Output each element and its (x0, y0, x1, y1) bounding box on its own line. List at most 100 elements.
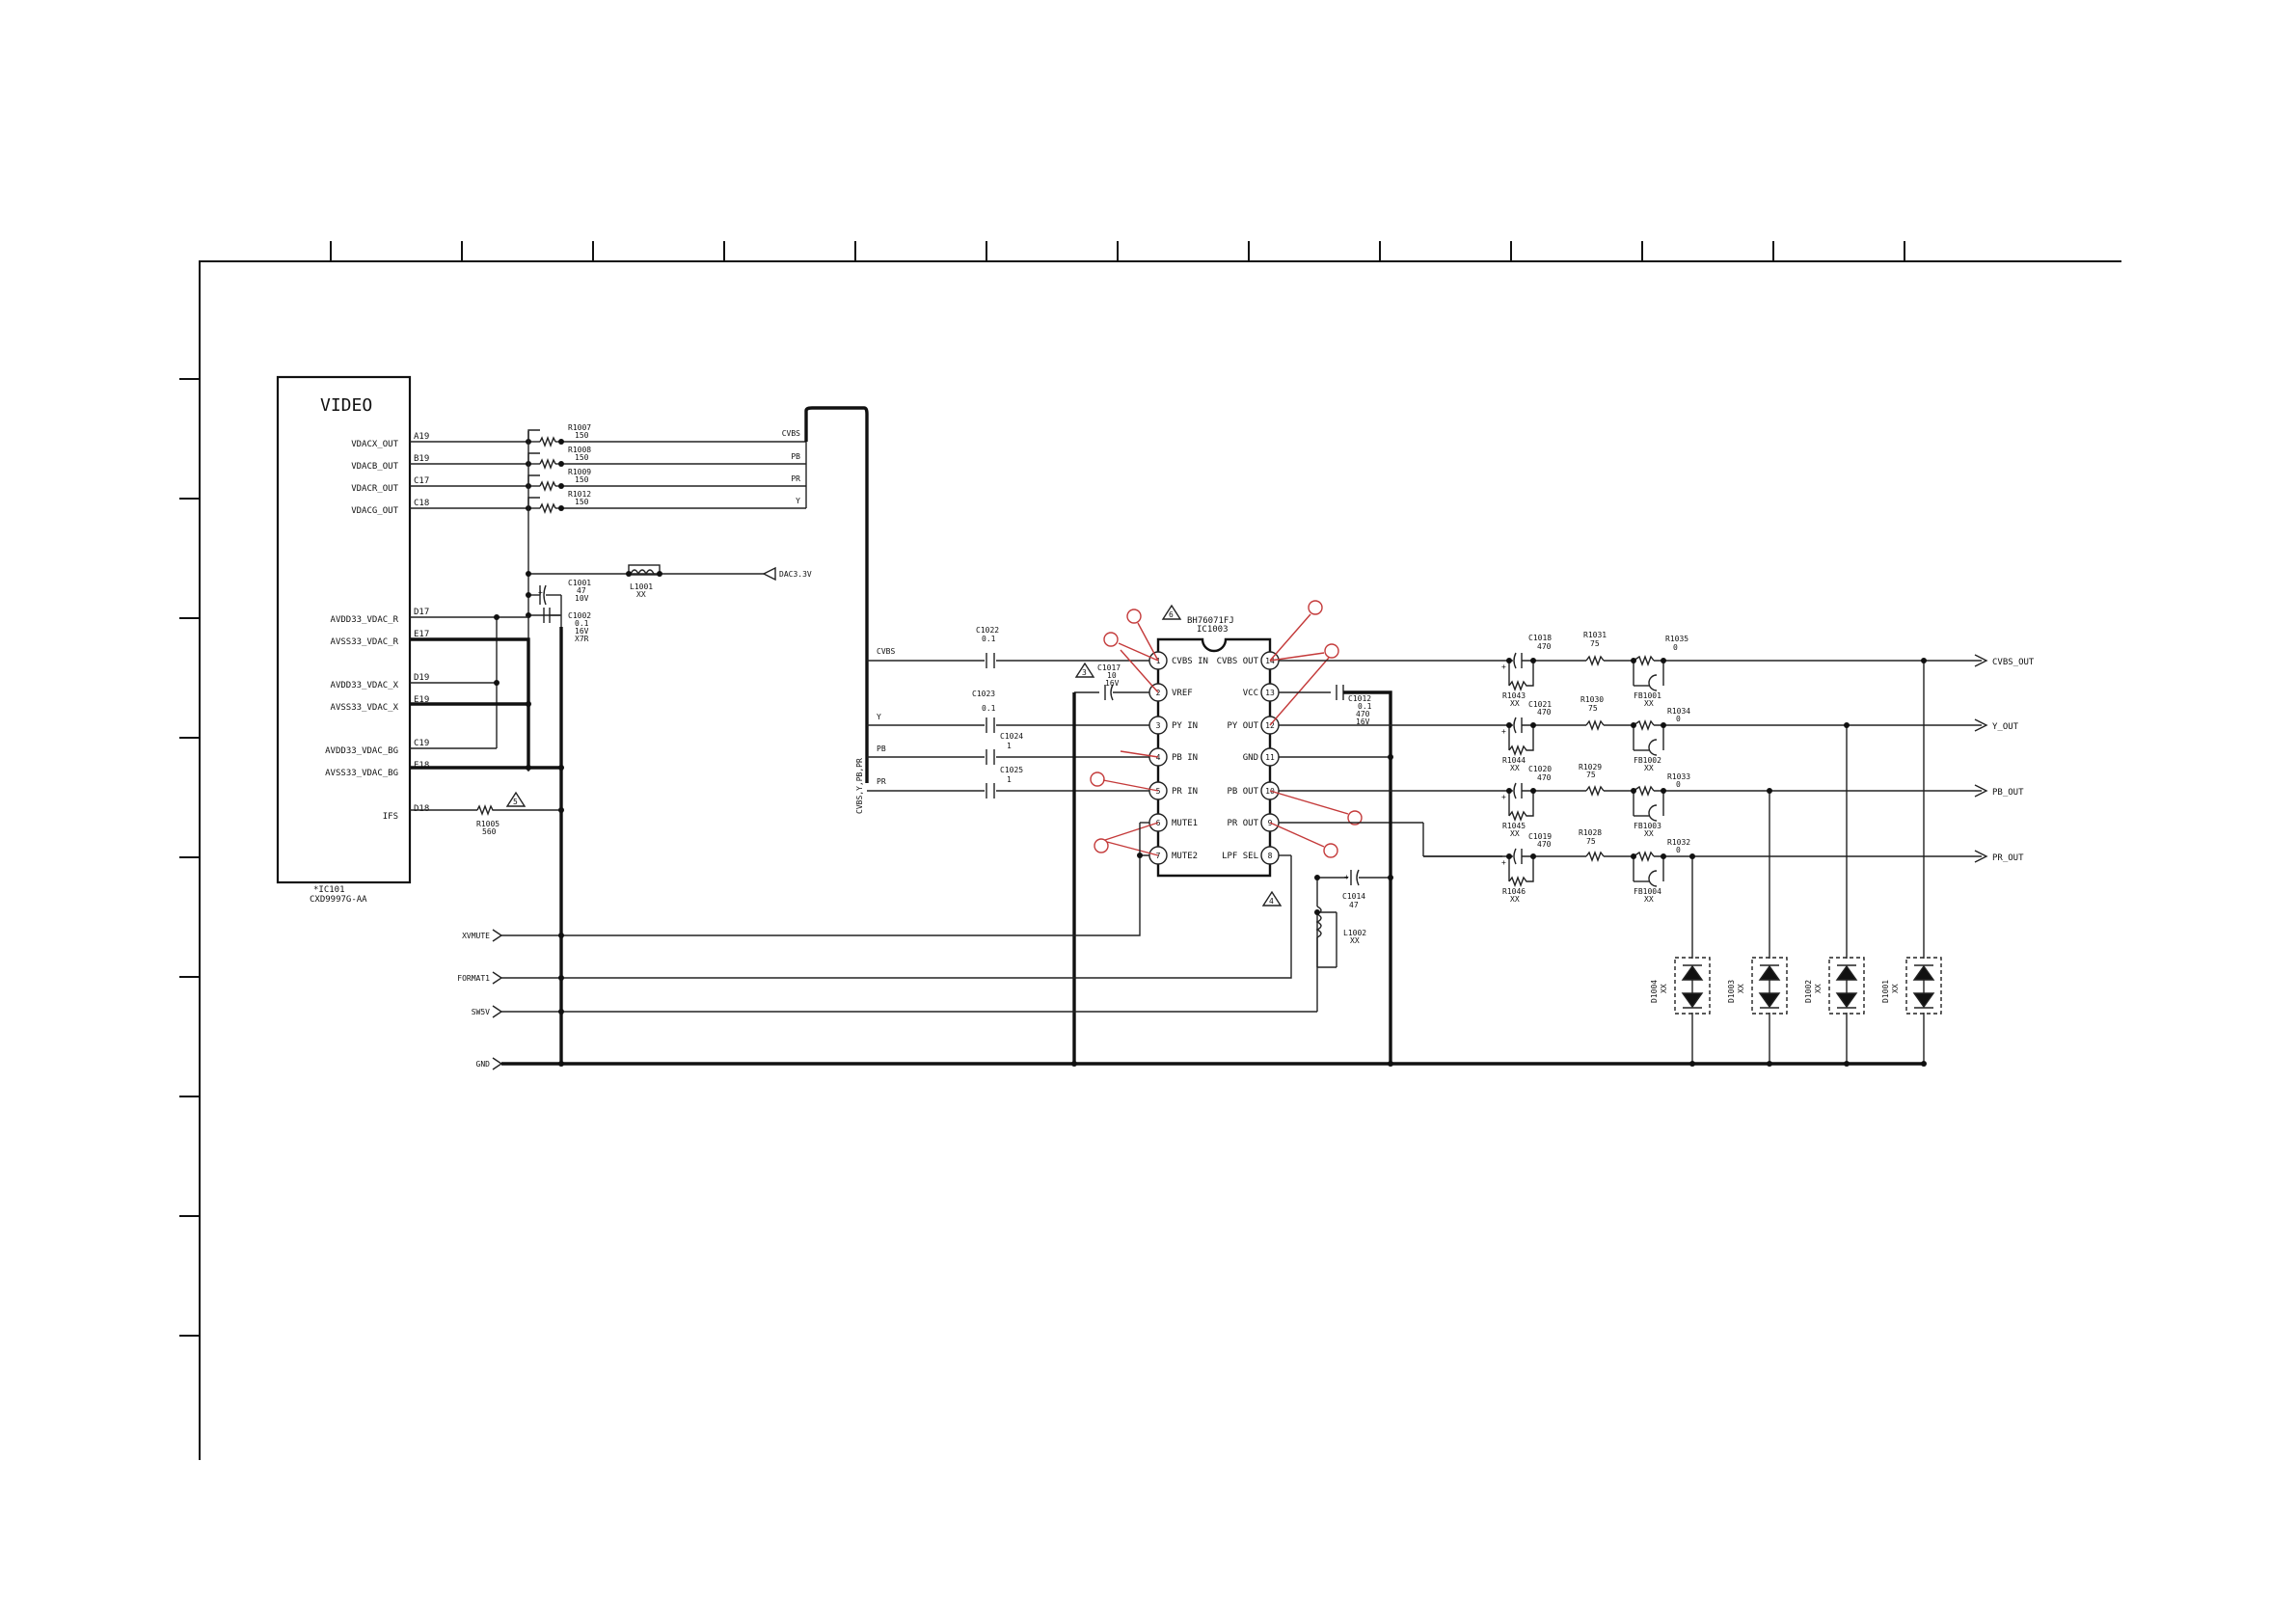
dac-output-nets: R1007 150 R1008 150 R1009 150 R1012 150 … (410, 423, 806, 514)
cap-value: 470 (1537, 773, 1552, 782)
resistor-ref: R1031 (1583, 631, 1607, 639)
ic1003-inputs: CVBS Y PB PR C1022 0.1 C1023 0.1 C1024 1… (867, 626, 1158, 798)
resistor-ref: R1008 (568, 446, 591, 454)
ic1003: BH76071FJ IC1003 6 1 2 3 4 5 6 7 14 13 1… (1090, 600, 1363, 878)
output-port-label: PR_OUT (1992, 853, 2024, 863)
svg-text:+: + (1501, 858, 1506, 867)
video-bus: CVBS,Y,PB,PR (804, 406, 869, 814)
cap-value: 470 (1537, 642, 1552, 651)
resistor-value: 150 (575, 475, 589, 484)
cap-ref: C1012 (1348, 694, 1371, 703)
ic101-pin-number: D17 (414, 608, 429, 617)
resistor-ref: R1030 (1580, 695, 1604, 704)
ic1003-pin-number: 13 (1265, 689, 1275, 697)
ic101-pin-number: C19 (414, 739, 429, 748)
esd-diodes: D1004 XX D1003 XX D1002 XX D1001 XX (1650, 658, 1942, 1067)
ic1003-pin-number: 1 (1156, 657, 1161, 665)
plus-sign: + (538, 588, 543, 597)
ic101-pin-name: AVDD33_VDAC_BG (325, 746, 398, 756)
net-label: CVBS (782, 429, 800, 438)
resistor-value: 75 (1586, 837, 1596, 846)
net-label: PB (791, 452, 800, 461)
resistor-ref: R1005 (476, 820, 500, 828)
sheet-frame (179, 241, 2121, 1460)
resistor-value: XX (1510, 764, 1520, 772)
ic101-pin-number: D19 (414, 673, 429, 683)
ic1003-pin-name: PY IN (1172, 721, 1198, 731)
resistor-value: 150 (575, 453, 589, 462)
net-port-label: FORMAT1 (457, 974, 490, 983)
cap-value: 470 (1537, 708, 1552, 717)
ic101-part: CXD9997G-AA (310, 895, 367, 905)
ic101-pin-name: AVDD33_VDAC_X (331, 681, 399, 690)
cap-value: 1 (1007, 742, 1012, 750)
ic101-pin-number: C18 (414, 499, 429, 508)
dac-supply-net: DAC3.3V (779, 570, 812, 579)
diode-value: XX (1737, 984, 1745, 993)
resistor-value: 0 (1676, 846, 1681, 854)
resistor-value: 150 (575, 498, 589, 506)
warning-mark: 6 (1169, 610, 1174, 619)
diode-ref: D1002 (1804, 980, 1813, 1003)
ic101-pin-number: D18 (414, 804, 429, 814)
net-label: PR (877, 777, 886, 786)
bead-ref: FB1002 (1634, 756, 1661, 765)
cap-value: 0.1 (575, 619, 589, 628)
ic101-body (276, 375, 412, 884)
ic1003-right-nets: + C1012 0.1 470 16V C1014 47 L1002 XX 4 (1261, 685, 1502, 1064)
resistor-value: XX (1510, 895, 1520, 904)
ic101-pin-name: AVSS33_VDAC_BG (325, 769, 398, 778)
resistor-ref: R1012 (568, 490, 591, 499)
cap-voltage: 470 (1356, 710, 1370, 718)
cap-value: 0.1 (982, 704, 996, 713)
svg-text:+: + (1501, 793, 1506, 801)
resistor-ref: R1045 (1502, 822, 1526, 830)
ic101-pin-name: AVSS33_VDAC_X (331, 703, 399, 713)
cap-ref: C1002 (568, 611, 591, 620)
diode-ref: D1003 (1727, 980, 1736, 1003)
ic1003-pin-name: VREF (1172, 689, 1193, 698)
ic1003-pin-number: 3 (1156, 721, 1161, 730)
cap-rating: 10V (575, 594, 589, 603)
c1017-vref: C1017 10 16V 3 (1072, 662, 1149, 1064)
output-port-label: CVBS_OUT (1992, 658, 2035, 667)
ic101-ref: *IC101 (313, 885, 345, 895)
cap-dielectric: X7R (575, 635, 589, 643)
ic1003-pin-name: MUTE1 (1172, 819, 1198, 828)
inductor-value: XX (1350, 936, 1360, 945)
resistor-ref: R1034 (1667, 707, 1690, 716)
bead-value: XX (1644, 829, 1654, 838)
resistor-ref: R1007 (568, 423, 591, 432)
ic101-pin-name: VDACR_OUT (351, 484, 398, 494)
ic1003-pin-name: PY OUT (1227, 721, 1258, 731)
cap-value: 0.1 (1358, 702, 1372, 711)
net-port-label: SW5V (472, 1008, 490, 1016)
resistor-ref: R1033 (1667, 772, 1690, 781)
resistor-value: 0 (1673, 643, 1678, 652)
ic1003-pin-number: 7 (1156, 852, 1161, 860)
resistor-value: 75 (1590, 639, 1600, 648)
cap-value: 47 (1349, 901, 1359, 909)
cap-ref: C1023 (972, 690, 995, 698)
cap-ref: C1014 (1342, 892, 1365, 901)
resistor-value: 150 (575, 431, 589, 440)
cap-value: 10 (1107, 671, 1117, 680)
ic101-pin-number: C17 (414, 476, 429, 486)
net-port-label: GND (476, 1060, 491, 1069)
cap-ref: C1020 (1528, 765, 1552, 773)
resistor-ref: R1009 (568, 468, 591, 476)
diode-value: XX (1814, 984, 1823, 993)
cap-ref: C1017 (1097, 663, 1121, 672)
ic101-pin-number: E19 (414, 695, 429, 705)
ic101-pin-number: E18 (414, 761, 429, 771)
cap-ref: C1021 (1528, 700, 1552, 709)
resistor-value: XX (1510, 699, 1520, 708)
resistor-ref: R1046 (1502, 887, 1526, 896)
ic1003-pin-name: VCC (1243, 689, 1258, 698)
bead-value: XX (1644, 699, 1654, 708)
ic1003-pin-name: PR IN (1172, 787, 1198, 797)
svg-text:+: + (1501, 727, 1506, 736)
ic101-pin-number: A19 (414, 432, 429, 442)
resistor-value: 75 (1588, 704, 1598, 713)
